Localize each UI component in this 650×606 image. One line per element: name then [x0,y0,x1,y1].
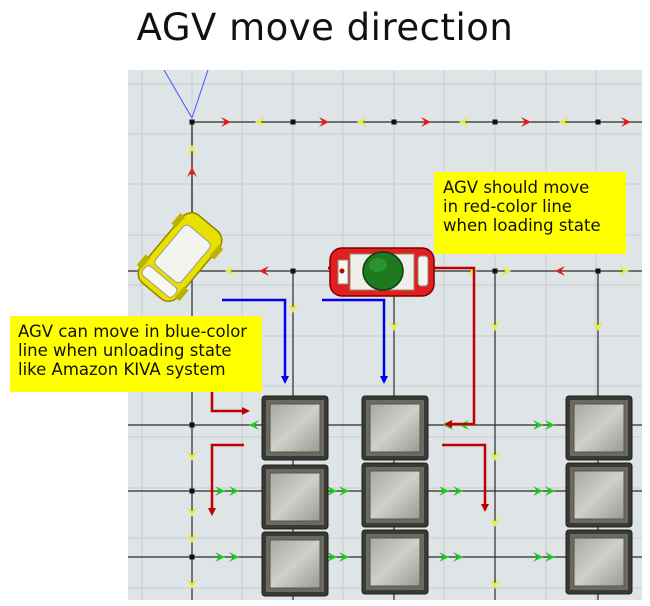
direction-arrow [225,266,235,276]
callout-line: in red-color line [443,197,572,216]
direction-arrow [453,486,463,496]
camera-guide-lines [163,70,209,119]
direction-arrow [215,552,225,562]
yellow-agv-icon [136,212,224,302]
storage-rack-icon [565,462,633,528]
track-node [189,119,195,125]
loading-state-callout: AGV should move in red-color line when l… [434,172,626,254]
direction-arrow [593,321,603,331]
blue-unloading-paths [222,298,388,384]
track-node [492,119,498,125]
direction-arrow [229,486,239,496]
direction-arrow [545,486,555,496]
blue-path-2 [322,298,388,384]
direction-arrow [421,117,431,127]
callout-line: AGV can move in blue-color [18,322,248,341]
storage-racks [261,395,633,597]
direction-arrow [187,579,197,589]
direction-arrow [327,486,337,496]
storage-rack-icon [565,395,633,461]
direction-arrow [255,117,265,127]
direction-arrow [439,486,449,496]
direction-arrow [501,266,511,276]
direction-arrow [187,145,197,155]
direction-arrow [187,533,197,543]
direction-arrow [339,486,349,496]
storage-rack-icon [565,529,633,595]
direction-arrow [490,517,500,527]
direction-arrow [459,117,469,127]
direction-arrow [187,451,197,461]
storage-rack-icon [361,529,429,595]
track-node [189,554,195,560]
storage-rack-icon [361,395,429,461]
direction-arrow [533,552,543,562]
callout-line: like Amazon KIVA system [18,360,226,379]
track-node [290,268,296,274]
page-title: AGV move direction [136,6,514,49]
storage-rack-icon [261,464,329,530]
direction-arrow [187,507,197,517]
direction-arrow [439,552,449,562]
direction-arrow [327,552,337,562]
callout-line: AGV should move [443,178,590,197]
track-node [595,119,601,125]
direction-arrow [490,451,500,461]
direction-arrow [229,552,239,562]
track-node [290,119,296,125]
unloading-state-callout: AGV can move in blue-color line when unl… [10,316,262,392]
red-path-right [442,443,489,512]
direction-arrow [621,117,631,127]
blue-path-1 [222,298,289,384]
track-node [595,268,601,274]
direction-arrow [521,117,531,127]
callout-line: when loading state [443,216,601,235]
direction-arrow [259,266,269,276]
direction-arrow [490,579,500,589]
direction-arrow [555,266,565,276]
direction-arrow [453,552,463,562]
direction-arrow [545,420,555,430]
direction-arrow [559,117,569,127]
direction-arrow [533,420,543,430]
callout-line: line when unloading state [18,341,232,360]
track-node [391,119,397,125]
direction-arrow [215,486,225,496]
direction-arrow [249,420,259,430]
direction-arrow [533,486,543,496]
track-node [189,422,195,428]
direction-arrow [221,117,231,127]
storage-rack-icon [361,462,429,528]
track-node [189,488,195,494]
warehouse-floor-scene: (function(){ var NS = "http://www.w3.org… [128,70,642,600]
red-agv-with-rack-icon [329,247,435,297]
storage-rack-icon [261,395,329,461]
floor-diagram [128,70,642,600]
red-path-left-down [208,443,244,516]
direction-arrow [545,552,555,562]
direction-arrow [319,117,329,127]
track-node [492,268,498,274]
direction-arrow [357,117,367,127]
storage-rack-icon [261,531,329,597]
direction-arrow [619,266,629,276]
direction-arrow [187,167,197,177]
direction-arrow [288,303,298,313]
direction-arrow [389,321,399,331]
direction-arrow [490,321,500,331]
direction-arrow [339,552,349,562]
